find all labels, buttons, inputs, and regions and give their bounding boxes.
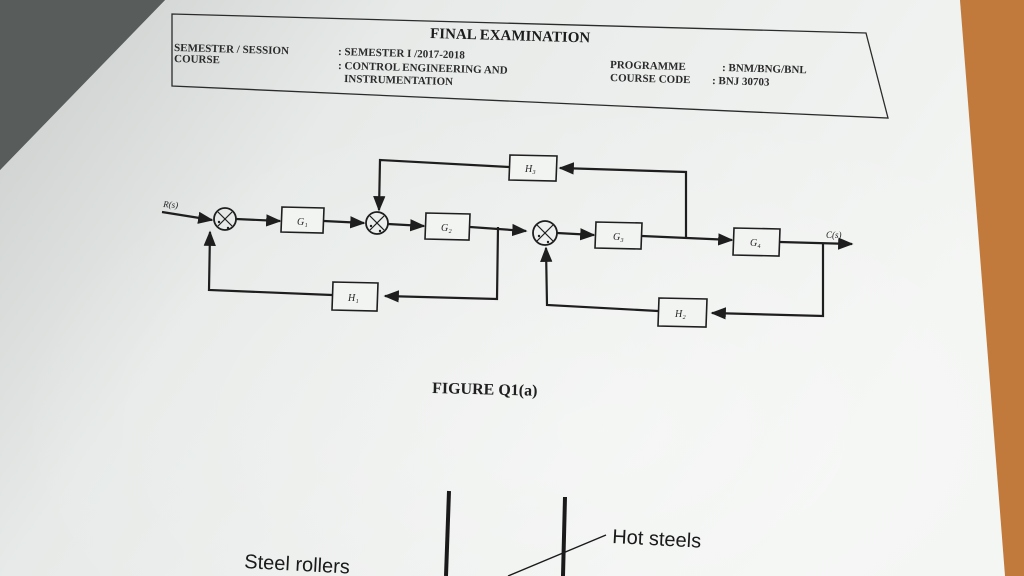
block-h3-label: H₃ [524, 164, 536, 175]
figure-caption: FIGURE Q1(a) [432, 380, 538, 400]
course-value-line1: : CONTROL ENGINEERING AND [338, 60, 508, 77]
course-code-value: : BNJ 30703 [712, 75, 770, 89]
block-g2-label: G₂ [441, 223, 452, 234]
lower-figure [444, 490, 607, 576]
wooden-table-edge [960, 0, 1024, 576]
steel-rollers-label: Steel rollers [244, 551, 351, 576]
output-label: C(s) [826, 230, 842, 240]
block-h2-label: H₂ [674, 309, 686, 320]
block-h1 [331, 281, 379, 312]
course-code-label: COURSE CODE [610, 72, 691, 86]
programme-label: PROGRAMME [610, 59, 686, 73]
block-g3 [594, 221, 643, 250]
course-label: COURSE [174, 53, 220, 66]
block-h3 [508, 154, 558, 182]
block-g4 [732, 227, 781, 257]
header-box [171, 13, 889, 119]
output-arrow [779, 237, 854, 250]
block-g1-label: G₁ [297, 217, 308, 228]
course-value-line2: INSTRUMENTATION [344, 73, 453, 88]
input-label: R(s) [162, 199, 179, 210]
semester-value: : SEMESTER I /2017-2018 [338, 46, 466, 62]
block-diagram [161, 154, 854, 328]
block-g3-label: G₃ [613, 232, 624, 243]
summing-junction-2 [365, 211, 389, 235]
exam-title: FINAL EXAMINATION [430, 26, 591, 46]
semester-label: SEMESTER / SESSION [174, 42, 289, 57]
block-g4-label: G₄ [750, 238, 761, 249]
block-h2 [657, 297, 708, 328]
input-arrow [161, 210, 214, 224]
block-h1-label: H₁ [347, 293, 359, 304]
hot-steels-label: Hot steels [612, 526, 702, 553]
programme-value: : BNM/BNG/BNL [722, 62, 807, 76]
block-g2 [424, 212, 471, 241]
block-g1 [280, 206, 325, 234]
